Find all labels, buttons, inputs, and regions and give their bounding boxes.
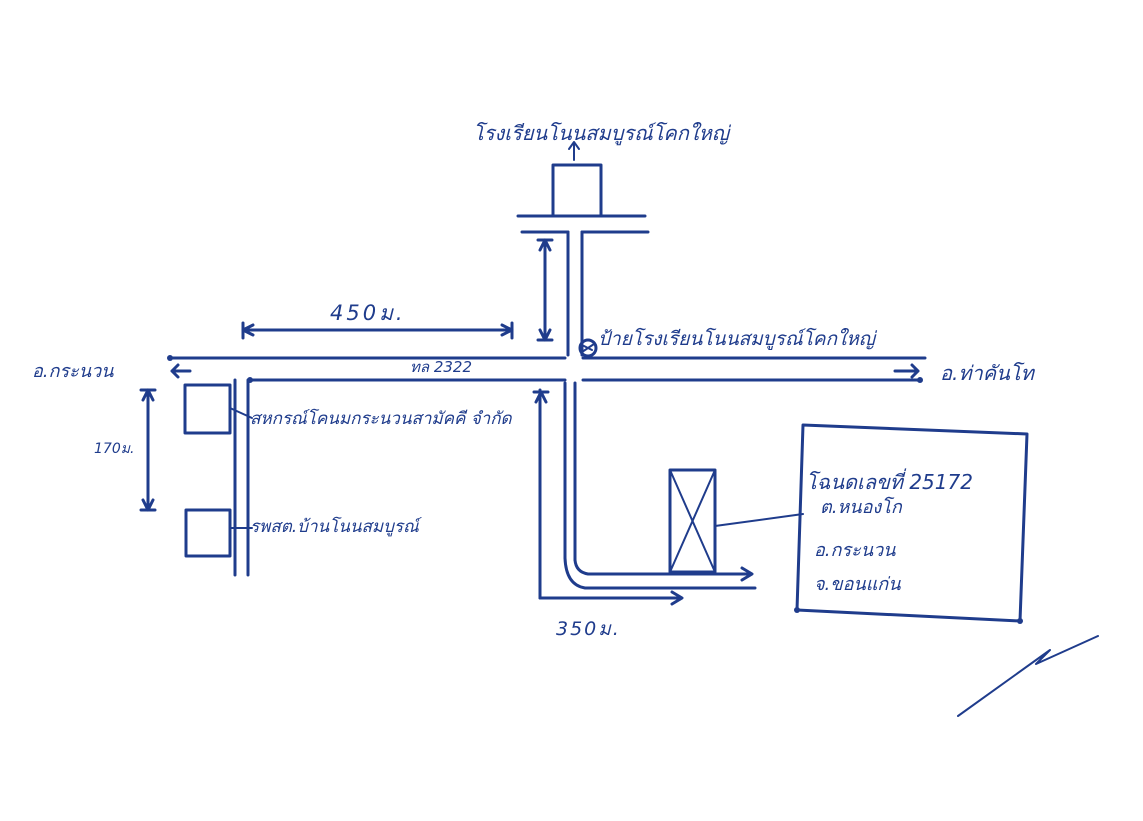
deed-province-label: จ.ขอนแก่น [814,574,901,595]
left-side-road [233,378,250,577]
school-pointer-arrow [568,141,580,161]
highway-road [168,356,927,382]
land-plot [668,468,804,574]
south-road-arrow [532,390,550,404]
highway-label: ทล 2322 [410,358,472,376]
distance-170-label: 170ม. [94,441,134,457]
distance-450-label: 450ม. [330,301,406,325]
school-sign-icon [578,338,598,358]
left-arrow-icon [170,363,192,379]
deed-district-label: อ.กระนวน [814,540,896,561]
health-center-label: รพสต.บ้านโนนสมบูรณ์ [250,516,423,537]
health-center-building [184,508,232,558]
dimension-170 [139,388,157,512]
right-district-label: อ.ท่าคันโท [940,361,1036,385]
deed-subdistrict-label: ต.หนองโก [820,496,903,518]
left-district-label: อ.กระนวน [32,361,114,382]
dimension-north [536,238,554,342]
school-title-label: โรงเรียนโนนสมบูรณ์โคกใหญ่ [473,121,732,146]
coop-label: สหกรณ์โคนมกระนวนสามัคคี จำกัด [250,408,513,429]
distance-350-label: 350ม. [556,618,621,640]
dimension-450 [241,321,514,340]
school-sign-label: ป้ายโรงเรียนโนนสมบูรณ์โคกใหญ่ [598,327,878,350]
signature-mark [957,635,1099,717]
coop-building [183,383,232,435]
deed-number-label: โฉนดเลขที่ 25172 [806,468,973,494]
right-arrow-icon [893,363,920,379]
school-building [551,163,603,218]
south-road [538,381,757,606]
